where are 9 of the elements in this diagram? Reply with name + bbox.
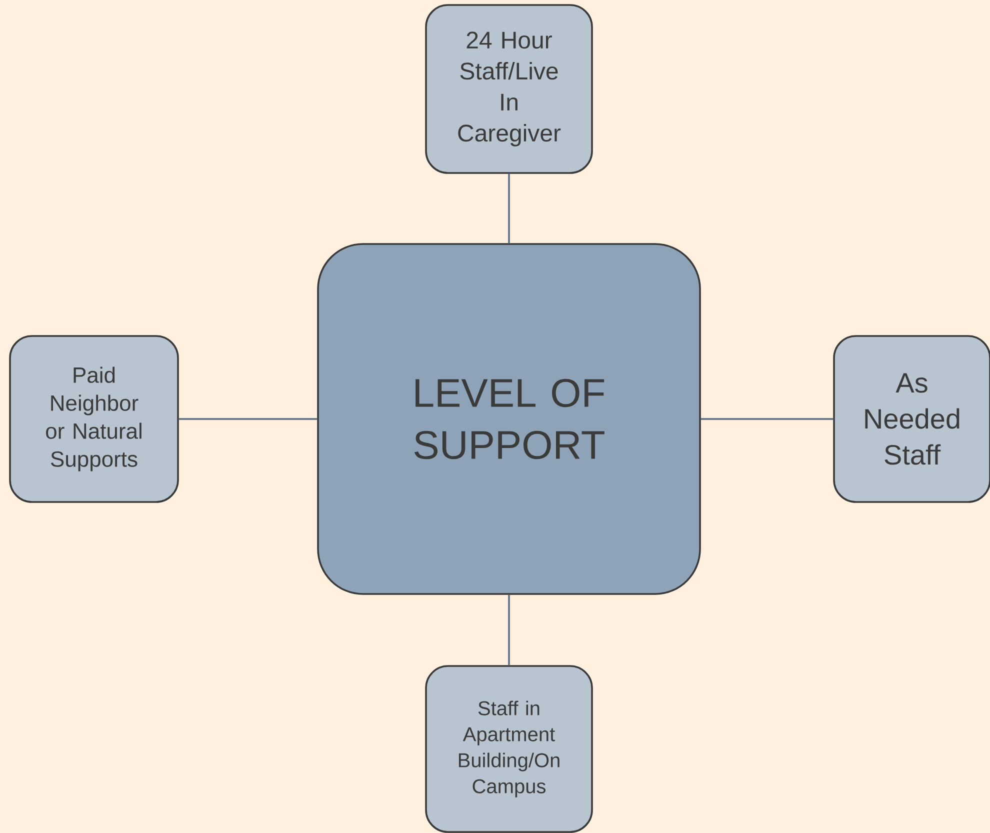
option-box: Paid Neighbor or Natural Supports — [9, 335, 179, 503]
center-box: LEVEL OF SUPPORT — [317, 243, 701, 595]
connector-line — [508, 594, 510, 666]
connector-line — [178, 418, 318, 420]
option-box: 24 Hour Staff/Live In Caregiver — [425, 4, 593, 174]
connector-line — [700, 418, 834, 420]
option-box: As Needed Staff — [833, 335, 990, 503]
connector-line — [508, 174, 510, 244]
option-box: Staff in Apartment Building/On Campus — [425, 665, 593, 833]
